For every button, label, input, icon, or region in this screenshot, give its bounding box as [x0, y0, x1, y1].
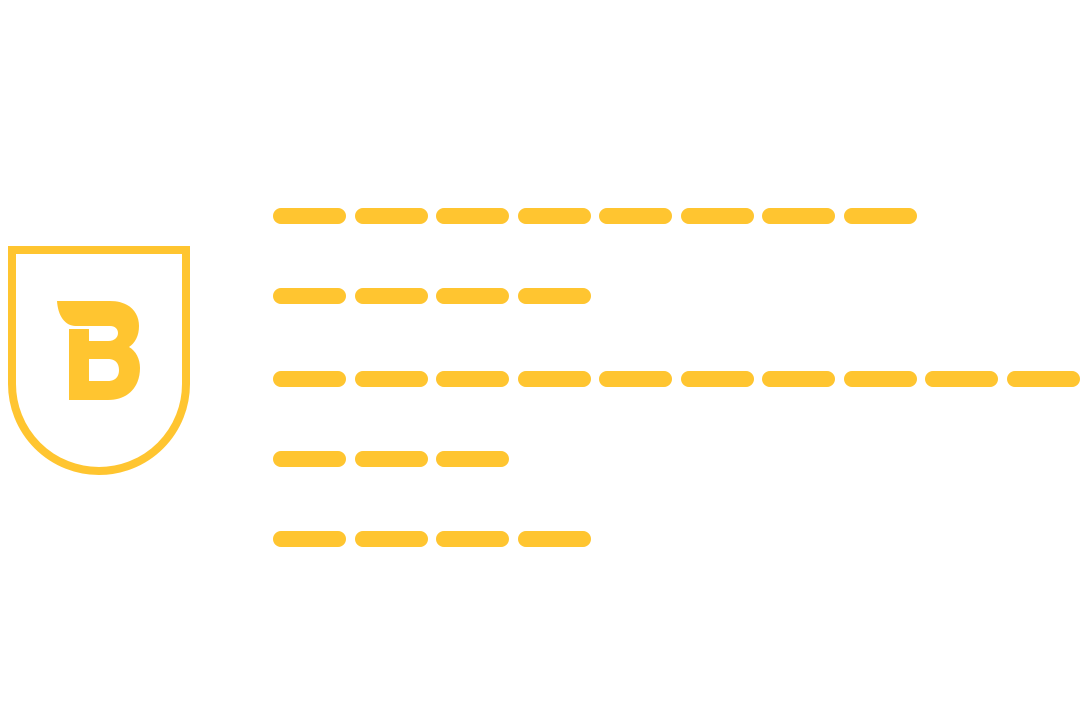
logo-letter-b — [57, 301, 140, 400]
placeholder-dash — [517, 531, 591, 547]
placeholder-dash — [599, 371, 672, 387]
placeholder-dash — [843, 371, 917, 387]
placeholder-dash — [354, 208, 428, 224]
placeholder-dash — [436, 371, 509, 387]
placeholder-dash — [354, 371, 428, 387]
placeholder-dash — [273, 208, 346, 224]
placeholder-dash — [436, 451, 509, 467]
placeholder-line — [273, 531, 591, 547]
placeholder-dash — [273, 451, 346, 467]
placeholder-dash — [436, 288, 509, 304]
placeholder-dash — [925, 371, 998, 387]
placeholder-dash — [517, 288, 591, 304]
placeholder-dash — [599, 208, 672, 224]
placeholder-dash — [273, 531, 346, 547]
placeholder-dash — [1006, 371, 1080, 387]
placeholder-line — [273, 371, 1080, 387]
placeholder-dash — [354, 451, 428, 467]
placeholder-dash — [273, 371, 346, 387]
placeholder-dash — [517, 371, 591, 387]
placeholder-dash — [273, 288, 346, 304]
shield-outline — [8, 246, 190, 475]
placeholder-line — [273, 208, 917, 224]
placeholder-dash — [436, 531, 509, 547]
placeholder-dash — [762, 371, 835, 387]
placeholder-dash — [843, 208, 917, 224]
shield-logo-icon — [8, 246, 190, 475]
placeholder-dash — [436, 208, 509, 224]
placeholder-dash — [517, 208, 591, 224]
placeholder-line — [273, 288, 591, 304]
placeholder-dash — [354, 531, 428, 547]
placeholder-line — [273, 451, 509, 467]
placeholder-dash — [680, 208, 754, 224]
placeholder-dash — [762, 208, 835, 224]
placeholder-dash — [680, 371, 754, 387]
placeholder-dash — [354, 288, 428, 304]
